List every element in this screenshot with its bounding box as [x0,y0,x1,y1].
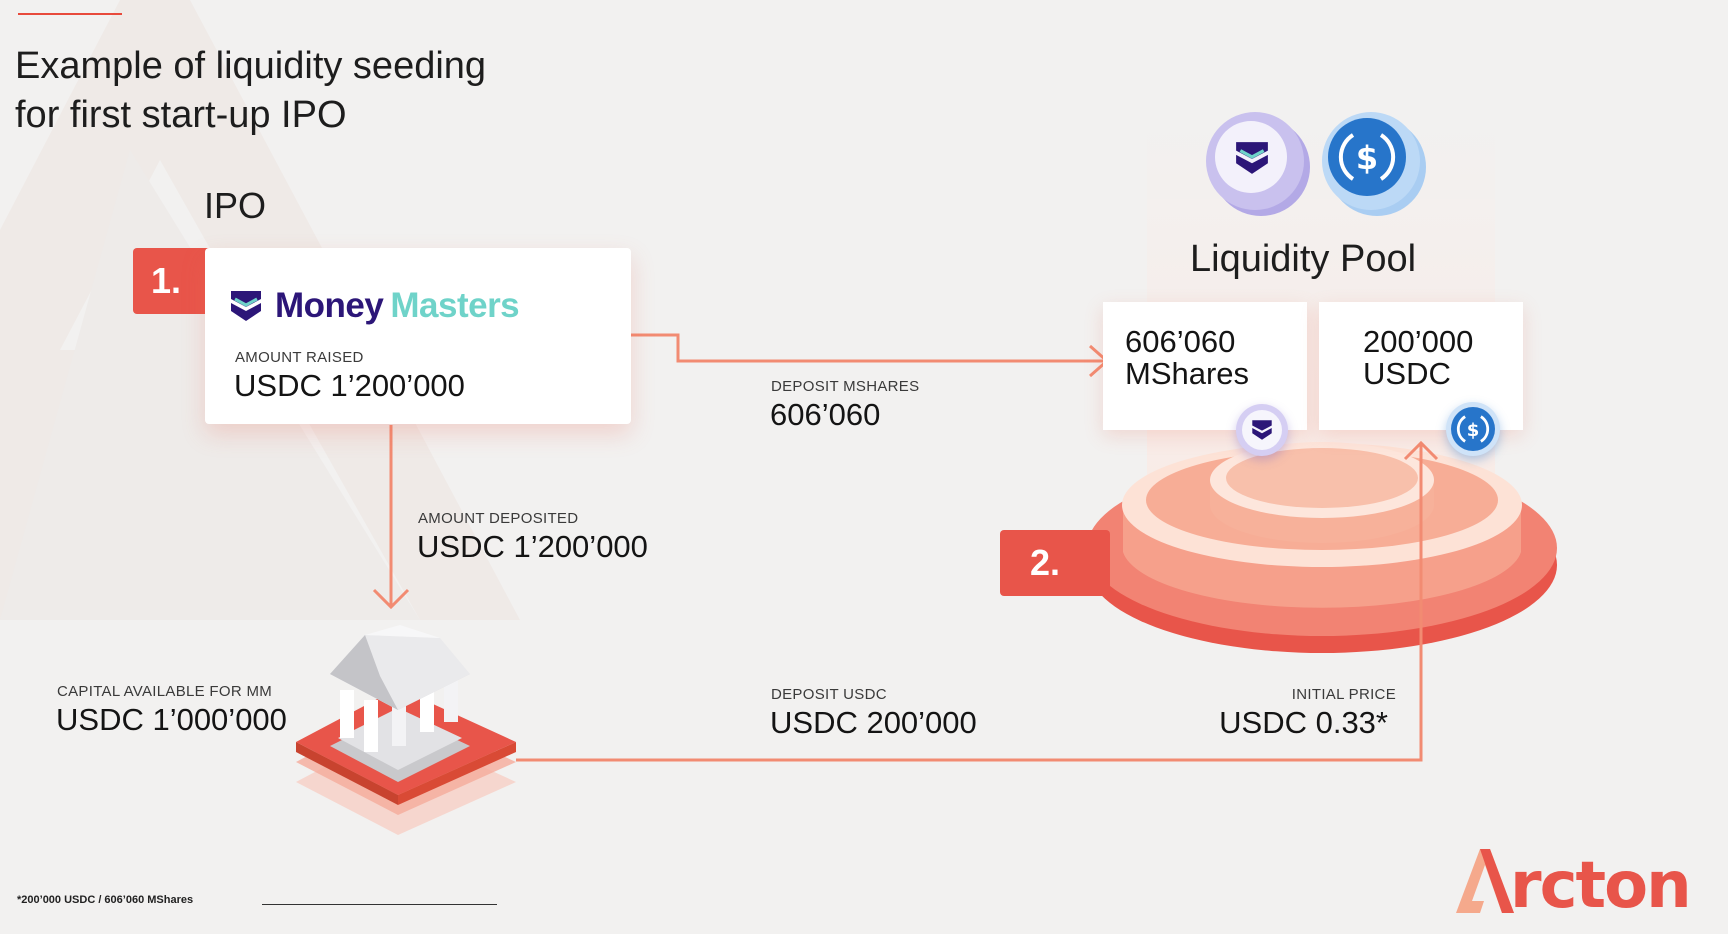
step-1-badge: 1. [133,248,213,314]
amount-raised-value: USDC 1’200’000 [234,368,465,403]
money-masters-coin-glyph [1236,142,1268,174]
deposit-usdc-arrow [516,443,1423,762]
deposit-usdc-value: USDC 200’000 [770,705,977,740]
ipo-card: Money Masters AMOUNT RAISED USDC 1’200’0… [205,248,631,424]
money-masters-logo: Money Masters [229,286,520,326]
brand-masters-text: Masters [390,286,520,325]
capital-available-label: CAPITAL AVAILABLE FOR MM [57,683,273,700]
money-masters-coin-icon [1206,112,1304,210]
amount-deposited-arrowhead [372,588,410,610]
initial-price-label: INITIAL PRICE [1291,686,1396,703]
title-rule [18,13,122,15]
arcton-logo: rcton [1456,849,1692,915]
money-masters-small-coin-glyph [1252,420,1272,440]
capital-available-value: USDC 1’000’000 [56,702,287,737]
page-title: Example of liquidity seeding for first s… [15,42,486,140]
title-line-1: Example of liquidity seeding [15,45,487,87]
initial-price-value: USDC 0.33* [1219,705,1388,740]
footnote: *200’000 USDC / 606’060 MShares [17,894,194,906]
deposit-mshares-value: 606’060 [770,397,881,432]
pool-mshares-unit: MShares [1125,356,1250,391]
deposit-usdc-label: DEPOSIT USDC [771,686,887,703]
footnote-rule [262,904,497,905]
liquidity-pool-title: Liquidity Pool [1190,238,1417,280]
brand-money-text: Money [275,286,384,325]
deposit-usdc-arrowhead [1403,440,1439,461]
flow-arrows [372,333,1439,762]
pool-mshares-amount: 606’060 [1125,324,1236,359]
svg-text:rcton: rcton [1510,849,1690,915]
amount-raised-label: AMOUNT RAISED [235,349,364,366]
liquidity-pool-pedestal [1087,442,1557,653]
pool-usdc-amount: 200’000 [1363,324,1474,359]
deposit-mshares-arrow [631,333,1106,363]
step-2-badge: 2. [1000,530,1110,596]
pool-usdc-unit: USDC [1363,356,1451,391]
svg-text:$: $ [1467,420,1480,441]
bank-building-icon [296,625,516,835]
amount-deposited-label: AMOUNT DEPOSITED [418,510,579,527]
amount-deposited-value: USDC 1’200’000 [417,529,648,564]
deposit-mshares-label: DEPOSIT MSHARES [771,378,920,395]
usdc-small-coin-icon: $ [1446,402,1500,456]
usdc-coin-glyph: $ [1338,133,1396,181]
title-line-2: for first start-up IPO [15,94,347,136]
money-masters-small-coin-icon [1236,404,1288,456]
money-masters-logo-icon [231,291,261,321]
ipo-heading: IPO [204,185,267,226]
usdc-coin-icon: $ [1322,112,1420,210]
usdc-small-coin-glyph: $ [1456,415,1490,443]
svg-text:$: $ [1356,139,1378,177]
